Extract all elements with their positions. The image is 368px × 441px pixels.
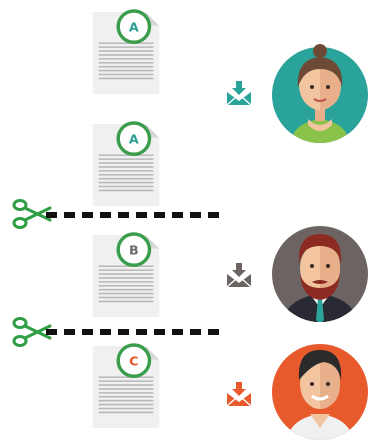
mail-download-icon	[226, 81, 252, 106]
document-letter: C	[129, 354, 138, 369]
document-letter: B	[129, 243, 139, 258]
woman-avatar	[272, 44, 368, 143]
scissors-icon	[12, 199, 52, 229]
document-page-b: B	[92, 232, 160, 318]
document-page-a2: A	[92, 121, 160, 207]
mail-download-icon	[226, 263, 252, 288]
man-avatar	[272, 344, 368, 440]
scissors-icon	[12, 317, 52, 347]
document-page-a1: A	[92, 9, 160, 95]
document-letter: A	[129, 20, 139, 35]
cut-line-2	[12, 317, 226, 347]
document-page-c: C	[92, 343, 160, 429]
cut-line-1	[12, 199, 226, 229]
bearded-man-avatar	[272, 226, 368, 322]
mail-download-icon	[226, 382, 252, 407]
document-letter: A	[129, 132, 139, 147]
